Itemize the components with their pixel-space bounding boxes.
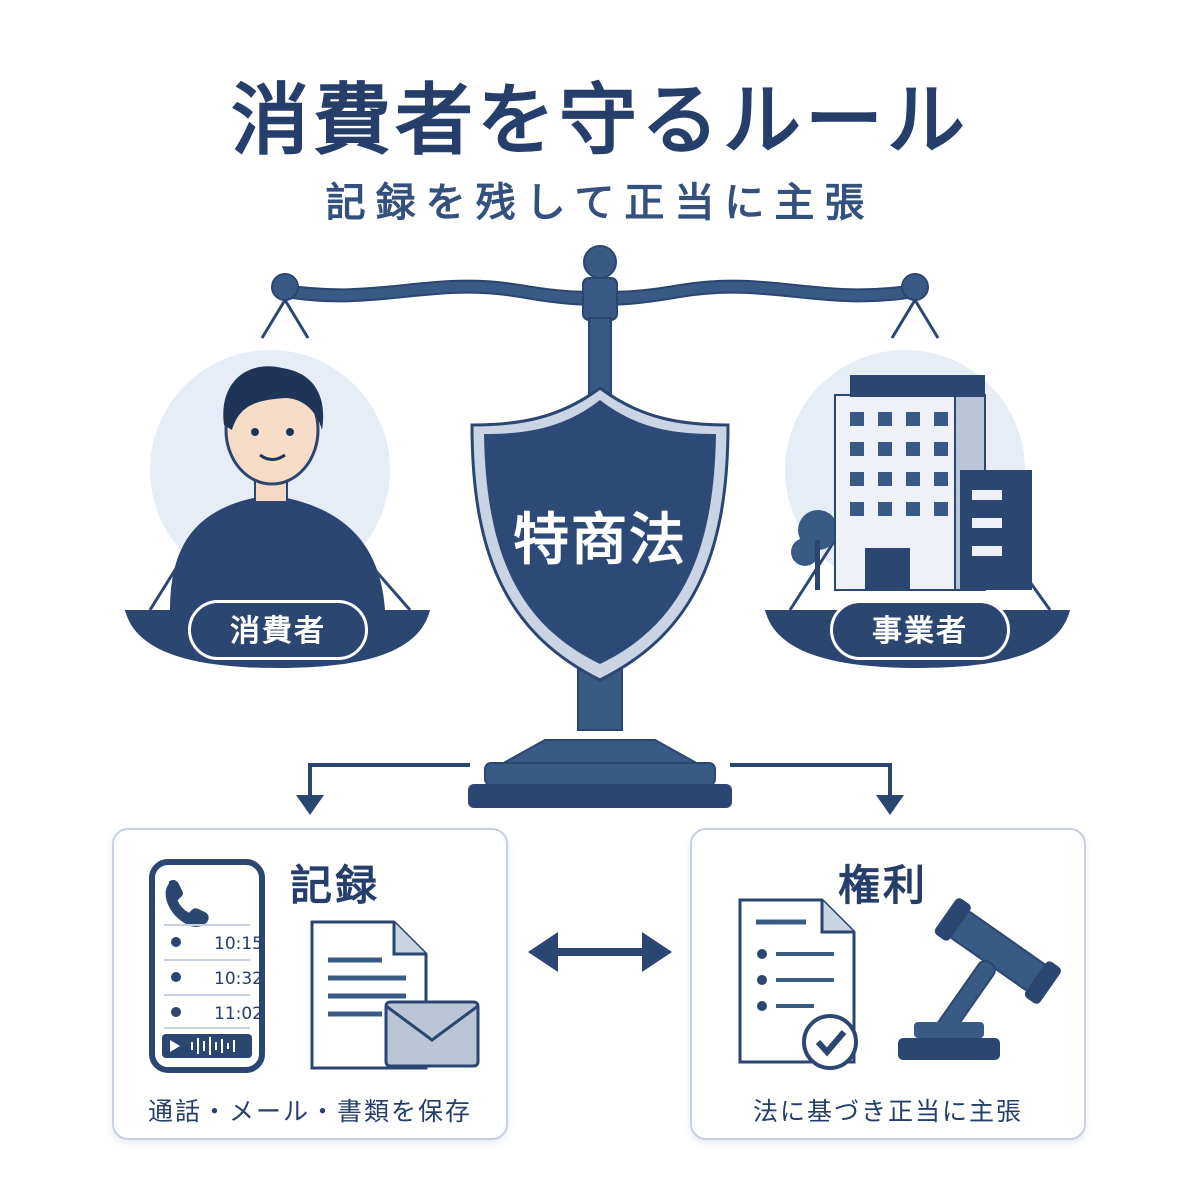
record-card: 記録 <box>112 828 508 1140</box>
call-time-1: 10:15 <box>214 934 263 954</box>
call-time-3: 11:02 <box>214 1004 263 1024</box>
beam-end-right <box>901 273 929 301</box>
beam-end-left <box>271 273 299 301</box>
arrowhead-right <box>876 795 904 815</box>
page-title: 消費者を守るルール <box>230 76 969 166</box>
person-icon <box>170 366 385 610</box>
rights-card: 権利 法に基づき正当に主張 <box>690 828 1086 1140</box>
gavel-icon <box>898 898 1061 1060</box>
call-time-2: 10:32 <box>214 969 263 989</box>
business-label-pill: 事業者 <box>830 600 1010 660</box>
envelope-icon <box>384 1000 480 1068</box>
record-card-title: 記録 <box>290 861 381 910</box>
shield-icon <box>470 386 730 682</box>
double-arrow-icon <box>528 932 672 972</box>
flow-arrow-left <box>308 763 470 800</box>
arrowhead-left <box>296 795 324 815</box>
office-building-icon <box>791 375 1032 591</box>
record-illustration <box>149 859 480 1073</box>
scale-base-top <box>496 739 704 766</box>
rights-card-title: 権利 <box>838 861 929 910</box>
flow-arrow-right <box>730 763 892 800</box>
consumer-label-pill: 消費者 <box>188 600 368 660</box>
record-card-caption: 通話・メール・書類を保存 <box>147 1097 472 1126</box>
rights-card-caption: 法に基づき正当に主張 <box>752 1097 1023 1126</box>
smartphone-icon <box>149 859 265 1073</box>
scale-base-bottom <box>468 784 732 808</box>
shield-label: 特商法 <box>513 508 687 573</box>
scale-finial <box>583 245 617 279</box>
rights-illustration <box>738 898 1061 1070</box>
checklist-document-icon <box>738 898 858 1070</box>
page-subtitle: 記録を残して正当に主張 <box>325 180 875 226</box>
